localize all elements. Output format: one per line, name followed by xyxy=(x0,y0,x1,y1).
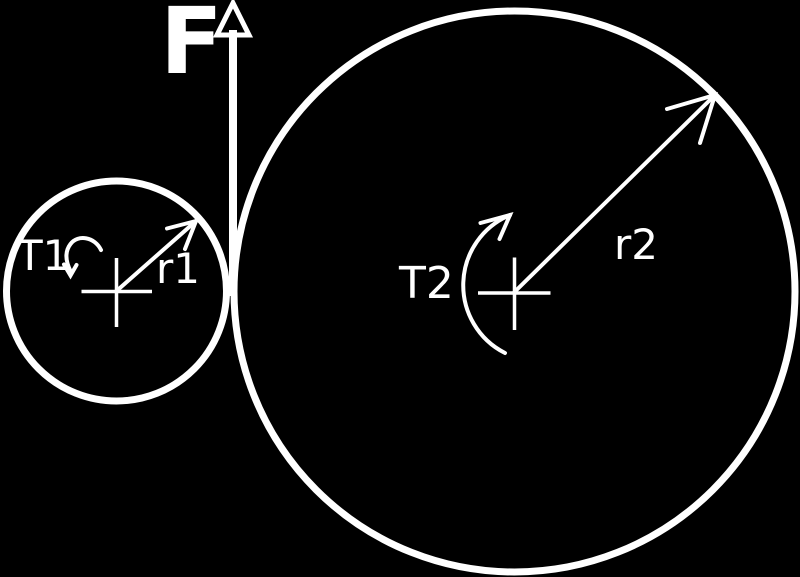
radius1-arrow-icon xyxy=(114,218,200,293)
force-arrow-icon xyxy=(212,0,254,296)
radius2-arrow-icon xyxy=(512,92,719,294)
torque2-label: T2 xyxy=(398,258,454,309)
torque1-arrow-icon xyxy=(62,236,103,280)
radius1-label: r1 xyxy=(156,244,200,293)
small-pulley-circle xyxy=(3,177,230,405)
torque1-label: T1 xyxy=(16,231,69,280)
radius2-label: r2 xyxy=(614,220,658,269)
force-label: F xyxy=(160,0,223,95)
torque2-arrow-icon xyxy=(461,211,514,355)
